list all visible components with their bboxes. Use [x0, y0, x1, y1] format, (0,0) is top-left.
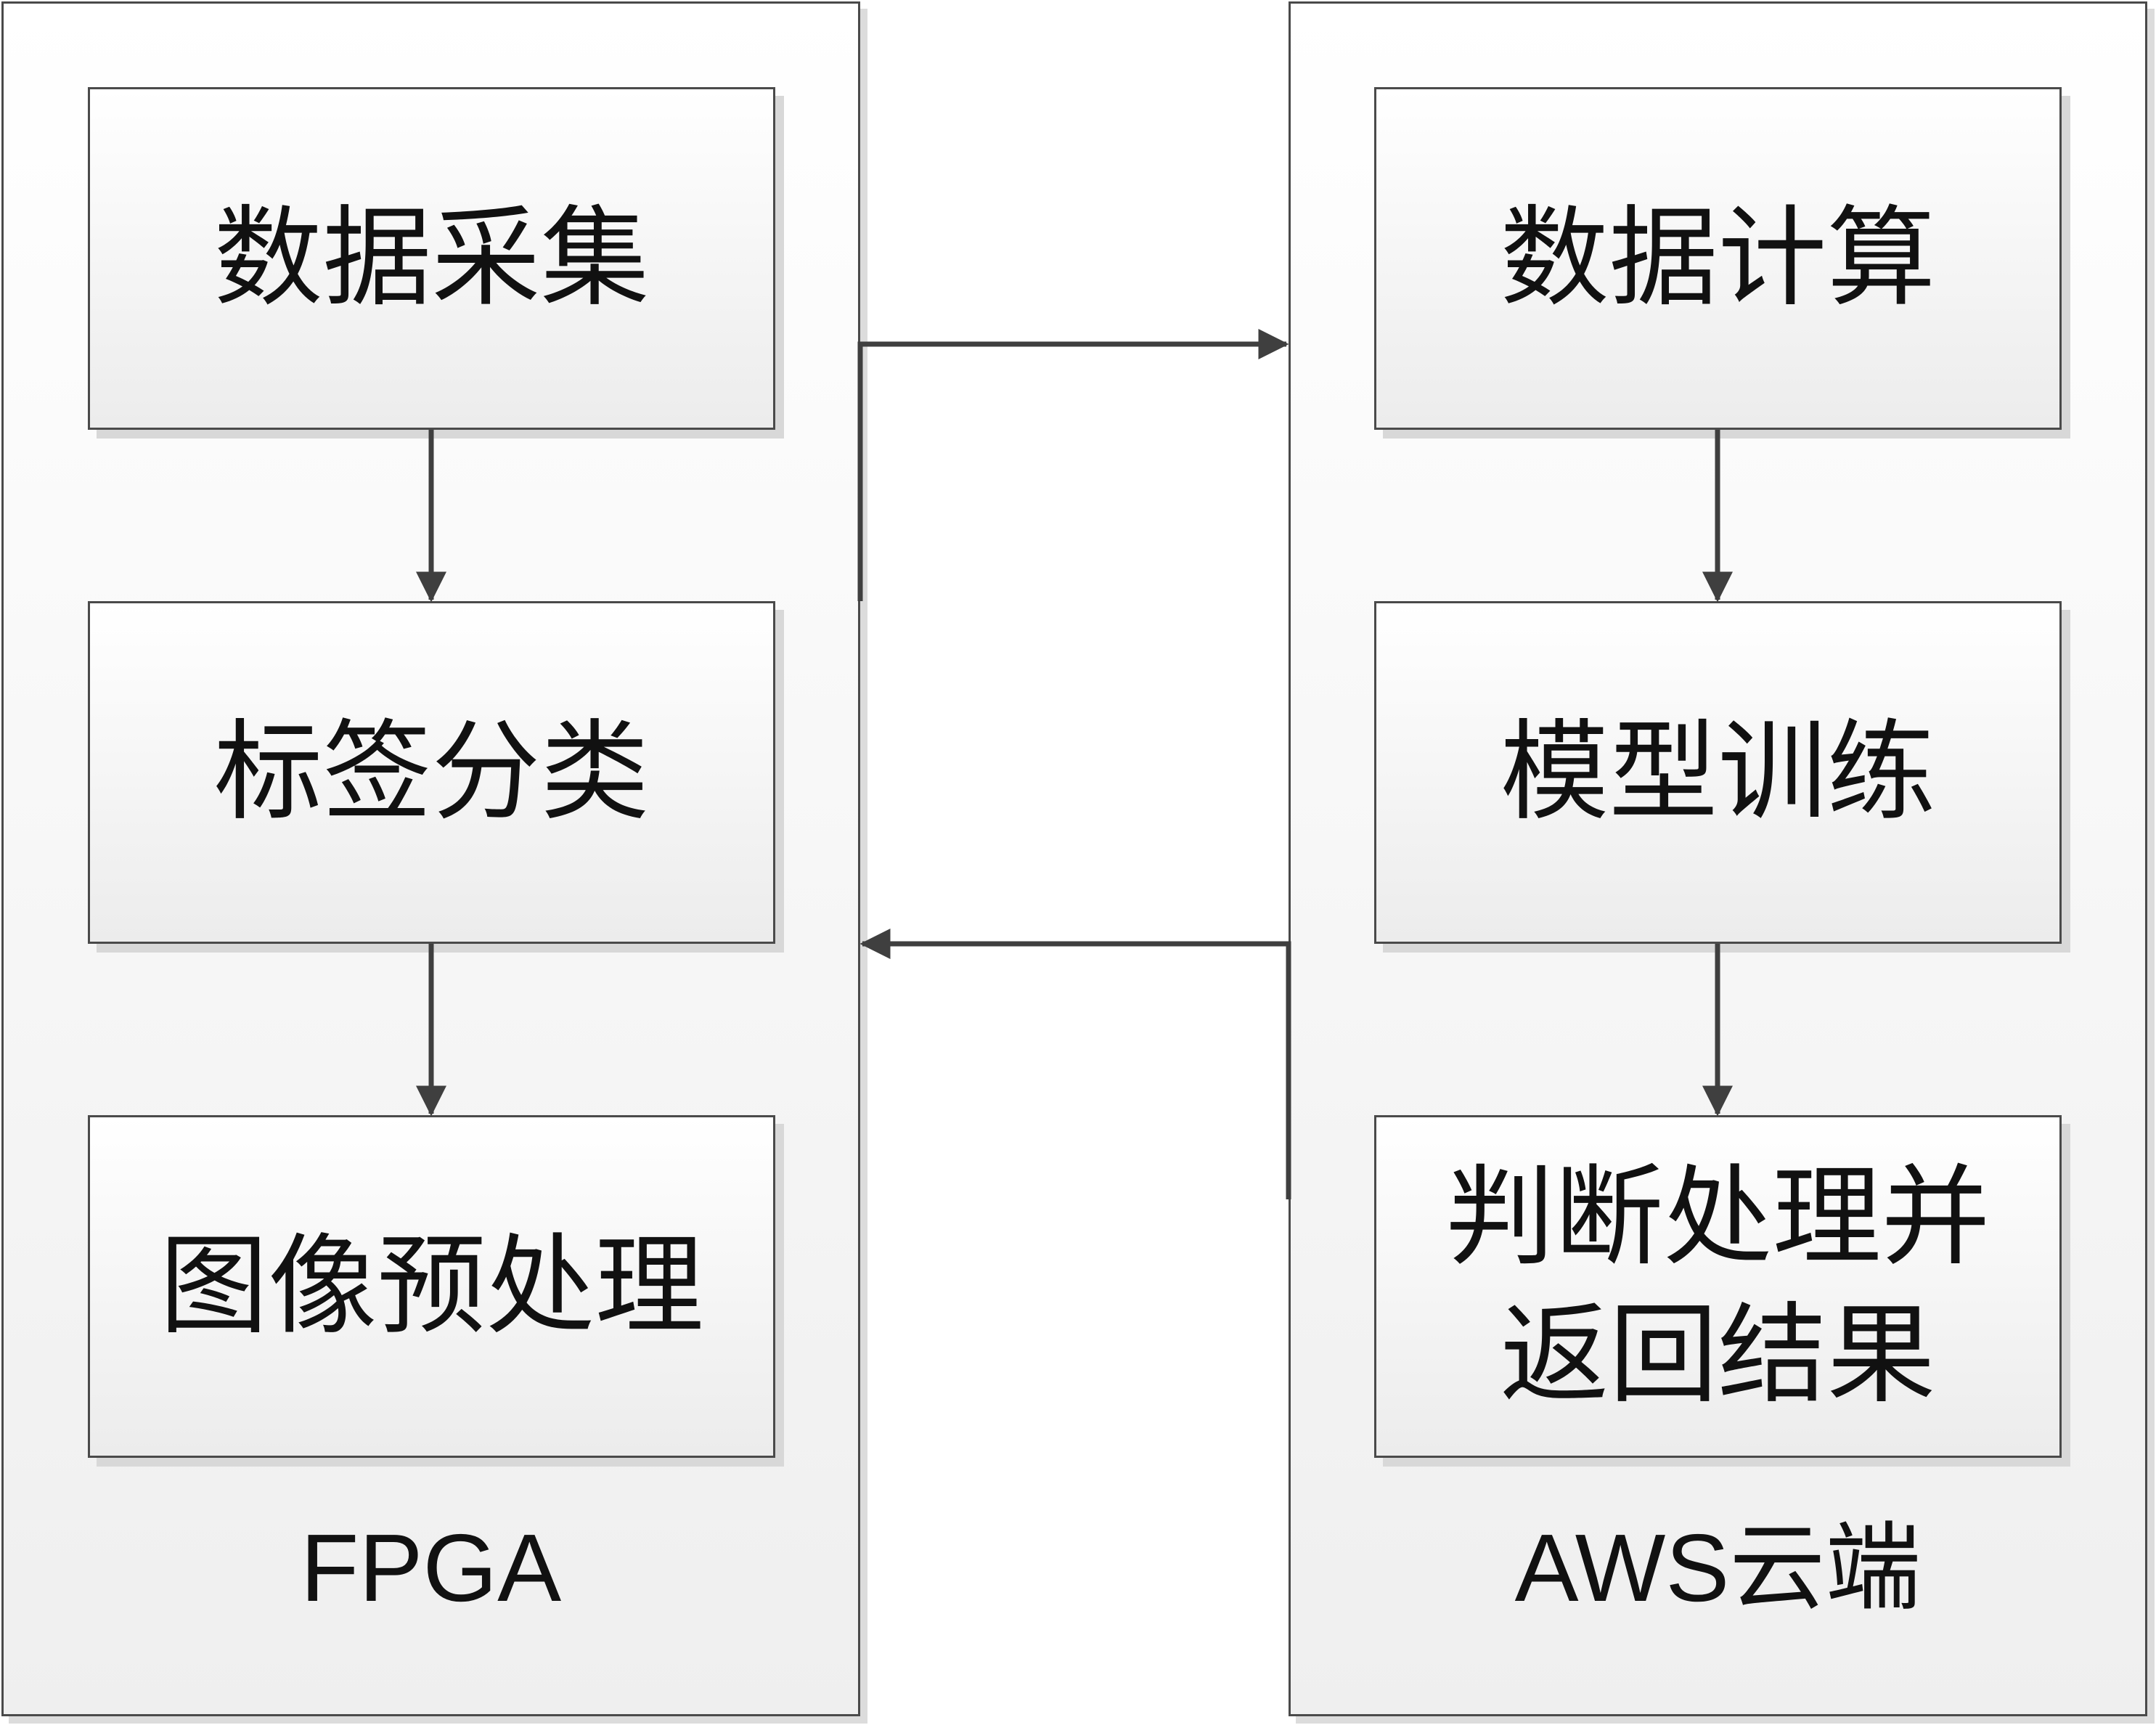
step-data-computation: 数据计算: [1374, 87, 2062, 430]
aws-panel-label: AWS云端: [1514, 1514, 1922, 1621]
fpga-panel-label: FPGA: [300, 1514, 562, 1621]
arrow-fpga-to-aws: [857, 329, 1289, 601]
step-decision-return-result: 判断处理并 返回结果: [1374, 1115, 2062, 1458]
step-label: 图像预处理: [159, 1223, 704, 1350]
step-label-classification: 标签分类: [88, 601, 775, 944]
arrow-aws-to-fpga: [859, 929, 1291, 1199]
step-data-collection: 数据采集: [88, 87, 775, 430]
step-label-line1: 判断处理并: [1445, 1154, 1990, 1281]
step-label: 模型训练: [1500, 709, 1936, 836]
step-image-preprocessing: 图像预处理: [88, 1115, 775, 1458]
step-label: 标签分类: [213, 709, 650, 836]
step-label: 数据采集: [213, 195, 650, 322]
step-label: 数据计算: [1500, 195, 1936, 322]
step-label-line2: 返回结果: [1500, 1292, 1936, 1419]
step-model-training: 模型训练: [1374, 601, 2062, 944]
